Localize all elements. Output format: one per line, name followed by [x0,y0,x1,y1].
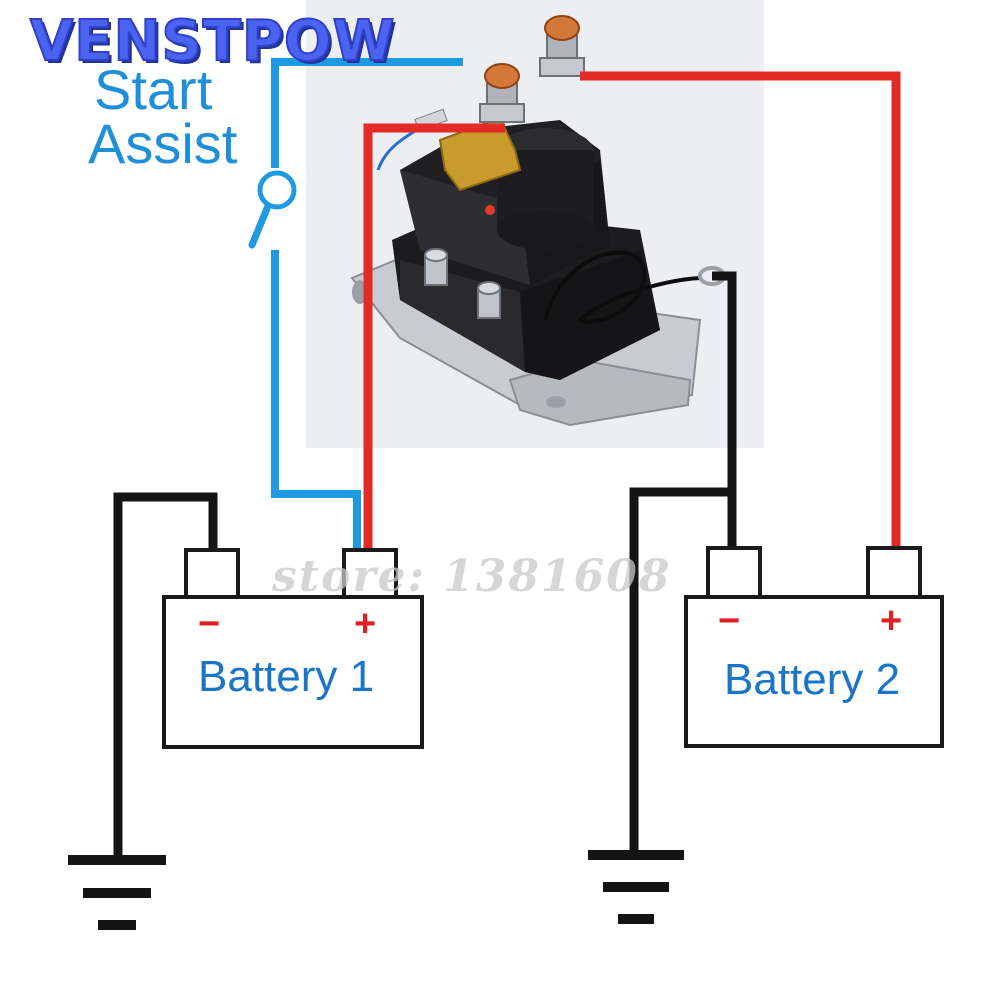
battery-2-negative-terminal [706,546,762,599]
positive-wires [363,71,901,550]
switch-icon [248,170,297,249]
switch-label-line2: Assist [88,112,238,175]
battery-1-negative-sign: − [198,603,221,645]
led-indicator [485,205,495,215]
battery-2-positive-sign: + [880,600,903,642]
coil-terminals [424,248,501,319]
battery-1-negative-terminal [184,548,240,599]
ground-icon [68,855,166,930]
battery-2 [684,546,944,748]
battery-2-positive-terminal [866,546,922,599]
battery-1-label: Battery 1 [198,652,375,701]
battery-1-positive-sign: + [354,603,377,645]
brand-logo: VENSTPOW [29,9,396,74]
trigger-wire [271,58,463,550]
store-watermark: store: 1381608 [272,551,672,602]
battery-1 [162,548,424,749]
battery-1-positive-terminal [342,548,398,599]
ground-wires [113,271,737,860]
relay-body [392,120,660,380]
battery-2-label: Battery 2 [724,655,901,704]
switch-label-line1: Start [94,58,213,121]
main-terminals [479,15,585,123]
ground-icon [588,850,684,924]
coil-lead-wire [543,250,701,324]
battery-2-negative-sign: − [718,600,741,642]
